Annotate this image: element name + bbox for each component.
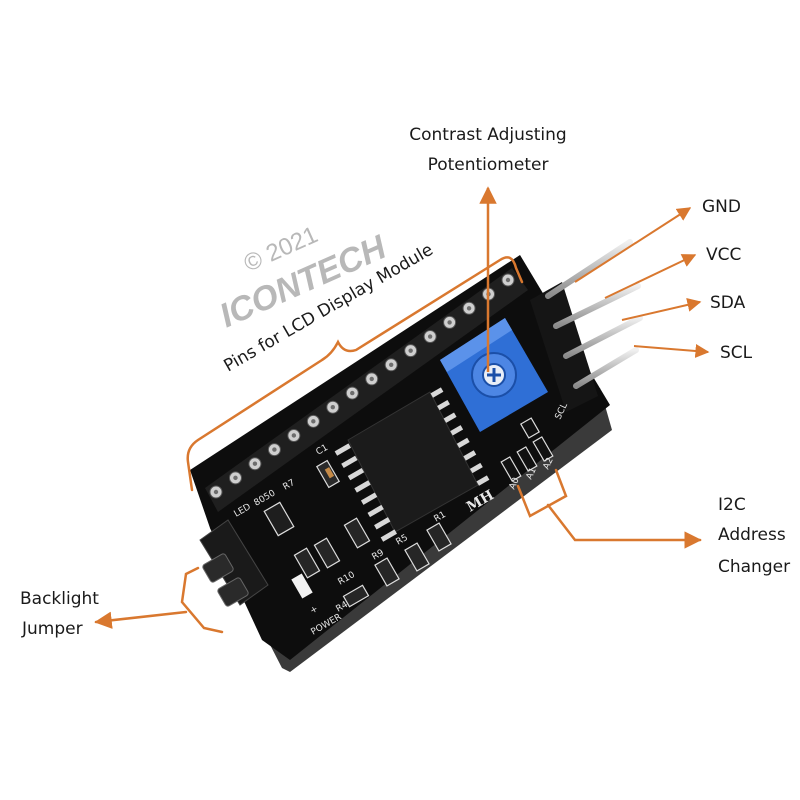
chip-leg [380,529,397,542]
chip-leg [437,399,450,411]
lcd-header-pin-hole [233,475,238,481]
smd-components [263,417,554,608]
lcd-header-pin-hole [427,334,433,339]
silk-a1: A1 [525,466,539,481]
label-backlight-line2: Jumper [21,619,83,639]
chip-leg [367,504,384,518]
lcd-header-pin-hole [291,433,297,438]
label-sda: SDA [710,293,746,313]
lcd-header-pin-hole [389,362,394,367]
arrow-scl [633,344,710,358]
label-vcc: VCC [706,245,741,265]
chip-leg [430,387,444,398]
pin-scl [573,347,639,389]
label-backlight-line1: Backlight [20,589,99,609]
chip-leg [341,455,358,469]
label-scl: SCL [720,343,753,363]
chip-leg [334,443,352,456]
arrow-gnd [574,207,692,283]
silk-plus: + [309,604,321,616]
label-i2c-line2: Address [718,525,786,545]
chip-leg [463,450,477,461]
lcd-header-pin-hole [252,461,258,466]
potentiometer [440,318,548,432]
label-contrast-line1: Contrast Adjusting [409,125,566,145]
chip-leg [450,425,464,436]
i2c-header: SCL [530,239,643,421]
lcd-header-pin-hole [350,390,355,396]
chip-leg [360,492,378,505]
chip-leg [347,467,365,481]
label-i2c-line1: I2C [718,495,746,515]
lcd-header-pin-hole [213,489,219,495]
lcd-header-pin-hole [408,348,413,353]
backlight-bracket [94,566,224,634]
lcd-header-pin-hole [447,320,452,325]
lcd-header-pin-hole [505,277,511,283]
lcd-header-pin-hole [311,419,316,424]
chip-leg [443,412,457,423]
arrow-vcc [604,254,697,299]
lcd-header-pin-hole [330,405,335,410]
chip-leg [469,462,483,474]
arrow-sda [621,298,702,321]
pcf8574-chip [334,387,490,542]
pin-sda [563,315,643,359]
chip-leg [476,475,490,486]
lcd-header-pin-hole [272,447,277,452]
address-bracket [516,468,702,549]
pin-vcc [553,283,641,329]
label-i2c-line3: Changer [718,557,790,577]
chip-leg [374,517,391,530]
label-gnd: GND [702,197,741,217]
backlight-jumper [199,519,269,607]
lcd-pins-bracket [186,256,524,492]
chip-leg [354,480,371,493]
label-contrast-line2: Potentiometer [428,155,549,175]
chip-leg [456,437,470,449]
pin-gnd [545,239,633,299]
lcd-header-pin-hole [369,376,374,382]
lcd-header-pin-hole [466,306,472,311]
silk-a2: A2 [542,456,556,471]
